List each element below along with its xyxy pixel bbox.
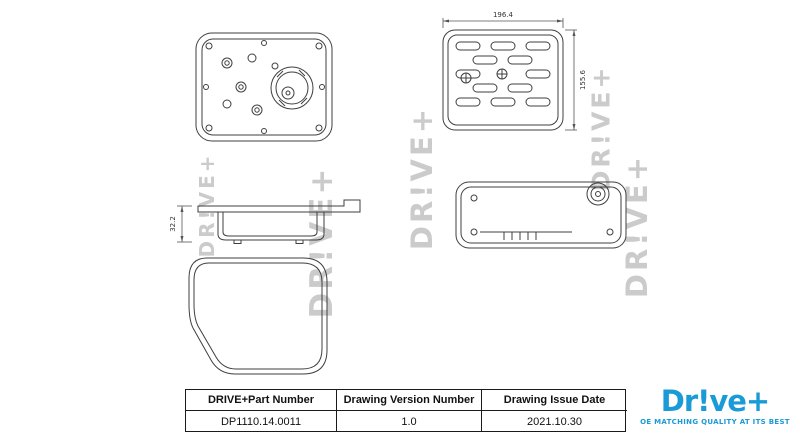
spec-header-version: Drawing Version Number: [337, 390, 482, 411]
side-height-dimension: [177, 205, 192, 243]
spec-value-issue-date: 2021.10.30: [526, 415, 583, 428]
filter-side-view-drawing: 32.2: [168, 190, 368, 252]
watermark-text: DR!VE+: [405, 105, 439, 251]
filter-top-view-drawing: [452, 174, 632, 256]
plate-width-dimension: [442, 18, 564, 28]
spec-header-part-number: DRIVE+Part Number: [186, 390, 337, 411]
plate-bolt-marks: [460, 68, 508, 84]
spec-value-part-number: DP1110.14.0011: [186, 411, 337, 432]
brand-logo: Dr!ve+ OE MATCHING QUALITY AT ITS BEST: [632, 386, 798, 434]
brand-logo-text: Dr!ve+: [660, 384, 770, 418]
side-height-label: 32.2: [169, 216, 177, 232]
gasket-drawing: [183, 252, 333, 384]
filter-details: [470, 194, 614, 240]
filter-inlet-port: [586, 182, 610, 206]
side-profile: [197, 199, 361, 244]
plate-outline: [442, 29, 564, 131]
spec-table: DRIVE+Part Number Drawing Version Number…: [185, 389, 627, 432]
plate-width-label: 196.4: [493, 11, 514, 19]
plate-slots: [455, 41, 551, 107]
pan-top-view-drawing: [193, 30, 335, 144]
plate-top-view-drawing: 196.4 155.6: [436, 8, 591, 140]
spec-value-version: 1.0: [337, 411, 482, 432]
brand-tagline: OE MATCHING QUALITY AT ITS BEST: [640, 418, 790, 426]
spec-header-issue-date: Drawing Issue Date: [482, 390, 627, 411]
pan-bolt-holes: [203, 40, 325, 134]
plate-height-dimension: [565, 29, 577, 131]
gasket-outline: [188, 257, 328, 375]
pan-outline: [195, 32, 333, 142]
pan-main-port: [270, 66, 314, 110]
filter-outline: [455, 181, 627, 249]
plate-height-label: 155.6: [579, 69, 587, 90]
